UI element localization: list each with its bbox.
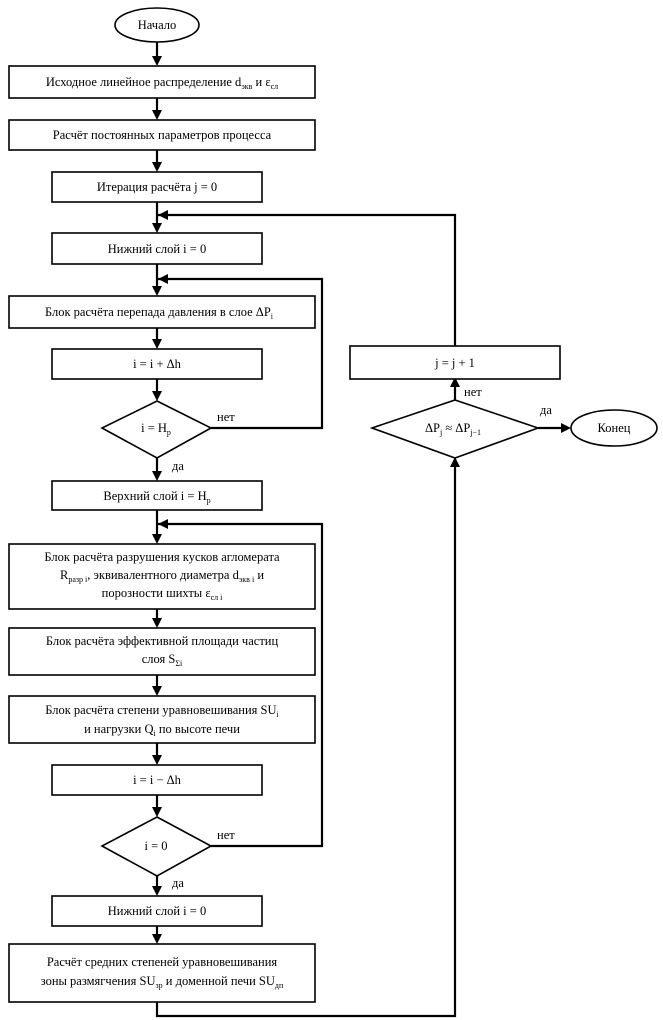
decision-convergence [369, 399, 541, 459]
step-bottom-layer-1-text: Нижний слой i = 0 [108, 242, 206, 256]
step-effective-area [8, 627, 316, 676]
arrowhead [561, 423, 571, 433]
step-init-distribution [8, 65, 316, 99]
branch-no-label-2: нет [217, 828, 235, 842]
arrowhead [450, 377, 460, 387]
loop-outer-back [157, 213, 457, 346]
arrowhead [152, 471, 162, 481]
arrowhead [152, 618, 162, 628]
step-const-params [8, 119, 316, 151]
branch-no-label-1: нет [217, 410, 235, 424]
arrowhead [158, 274, 168, 284]
arrowhead [152, 686, 162, 696]
start-label: Начало [138, 18, 177, 32]
step-pressure-drop [8, 295, 316, 329]
step-equalization-text-2: и нагрузки Qi по высоте печи [84, 722, 240, 738]
arrowheads [152, 56, 571, 944]
branch-yes-label-1: да [172, 459, 184, 473]
step-init-distribution-text: Исходное линейное распределение dэкв и ε… [46, 75, 278, 91]
step-effective-area-text-1: Блок расчёта эффективной площади частиц [46, 634, 279, 648]
end-label: Конец [598, 421, 631, 435]
decision-i-equals-0 [100, 816, 213, 877]
decision-i-equals-H-text: i = Hр [141, 421, 171, 437]
arrowhead [152, 223, 162, 233]
step-j-increment [349, 345, 561, 380]
arrowhead [152, 934, 162, 944]
end-terminal [570, 409, 658, 447]
arrowhead [152, 534, 162, 544]
decision-convergence-text: ΔPj ≈ ΔPj−1 [425, 421, 481, 437]
step-iteration-start-text: Итерация расчёта j = 0 [97, 180, 217, 194]
arrowhead [152, 755, 162, 765]
start-terminal [114, 7, 200, 43]
step-top-layer-text: Верхний слой i = Hр [103, 489, 210, 505]
step-equalization [8, 695, 316, 744]
arrowhead [152, 110, 162, 120]
step-i-increment-text: i = i + Δh [133, 357, 182, 371]
step-j-increment-text: j = j + 1 [434, 356, 475, 370]
step-i-decrement-text: i = i − Δh [133, 773, 182, 787]
step-average-text-2: зоны размягчения SUзр и доменной печи SU… [41, 974, 284, 990]
arrowhead [152, 807, 162, 817]
arrowhead [450, 457, 460, 467]
step-destruction-text-2: Rразр i, эквивалентного диаметра dэкв i … [60, 568, 264, 584]
step-equalization-text-1: Блок расчёта степени уравновешивания SUi [45, 703, 279, 719]
step-i-decrement [51, 764, 263, 796]
step-average-text-1: Расчёт средних степеней уравновешивания [47, 955, 278, 969]
arrowhead [152, 286, 162, 296]
branch-yes-label-3: да [540, 403, 552, 417]
branch-yes-label-2: да [172, 876, 184, 890]
arrowhead [152, 886, 162, 896]
arrowhead [158, 210, 168, 220]
step-iteration-start [51, 171, 263, 203]
loop-inner-1 [157, 277, 324, 430]
arrowhead [152, 56, 162, 66]
step-destruction [8, 543, 316, 610]
step-pressure-drop-text: Блок расчёта перепада давления в слое ΔP… [45, 305, 274, 321]
step-destruction-text-3: порозности шихты εсл i [102, 586, 223, 602]
step-bottom-layer-2-text: Нижний слой i = 0 [108, 904, 206, 918]
step-i-increment [51, 348, 263, 380]
step-average [8, 943, 316, 1003]
loop-outer-feed [155, 460, 457, 1018]
decision-i-equals-H [100, 400, 213, 459]
arrowhead [152, 339, 162, 349]
decision-i-equals-0-text: i = 0 [144, 839, 167, 853]
step-destruction-text-1: Блок расчёта разрушения кусков агломерат… [44, 550, 280, 564]
step-top-layer [51, 480, 263, 511]
step-bottom-layer-1 [51, 232, 263, 265]
loop-inner-2 [157, 522, 324, 848]
arrowhead [152, 162, 162, 172]
arrowhead [152, 391, 162, 401]
branch-no-label-3: нет [464, 385, 482, 399]
arrowhead [158, 519, 168, 529]
step-effective-area-text-2: слоя SΣi [142, 652, 183, 668]
step-bottom-layer-2 [51, 895, 263, 927]
step-const-params-text: Расчёт постоянных параметров процесса [53, 128, 272, 142]
